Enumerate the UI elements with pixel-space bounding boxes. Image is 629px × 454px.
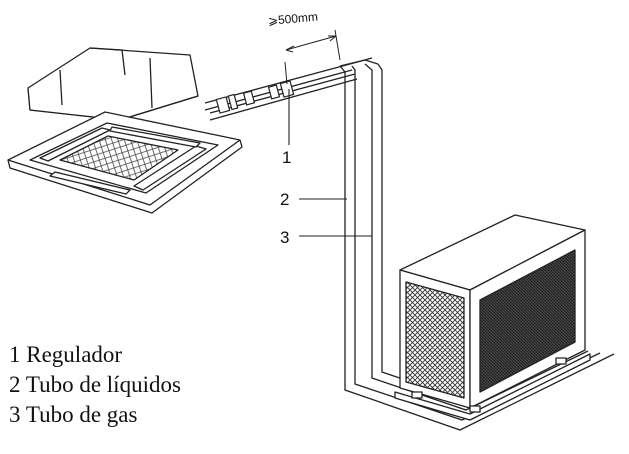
callout-2: 2: [280, 190, 289, 209]
callout-leaders: [288, 89, 372, 237]
callout-3: 3: [280, 228, 289, 247]
refrigerant-piping: [204, 57, 615, 431]
legend: 1 Regulador 2 Tubo de líquidos 3 Tubo de…: [9, 340, 181, 430]
outdoor-condenser-unit: [394, 214, 591, 421]
callout-1: 1: [282, 148, 291, 167]
legend-item-regulator: 1 Regulador: [9, 342, 123, 367]
indoor-cassette-unit: [7, 47, 243, 214]
dimension-label: ⩾500mm: [267, 10, 318, 28]
legend-item-gas-pipe: 3 Tubo de gas: [9, 402, 138, 427]
dimension-marker: [284, 29, 341, 85]
regulator-fitting: [215, 80, 295, 114]
legend-item-liquid-pipe: 2 Tubo de líquidos: [9, 372, 181, 397]
